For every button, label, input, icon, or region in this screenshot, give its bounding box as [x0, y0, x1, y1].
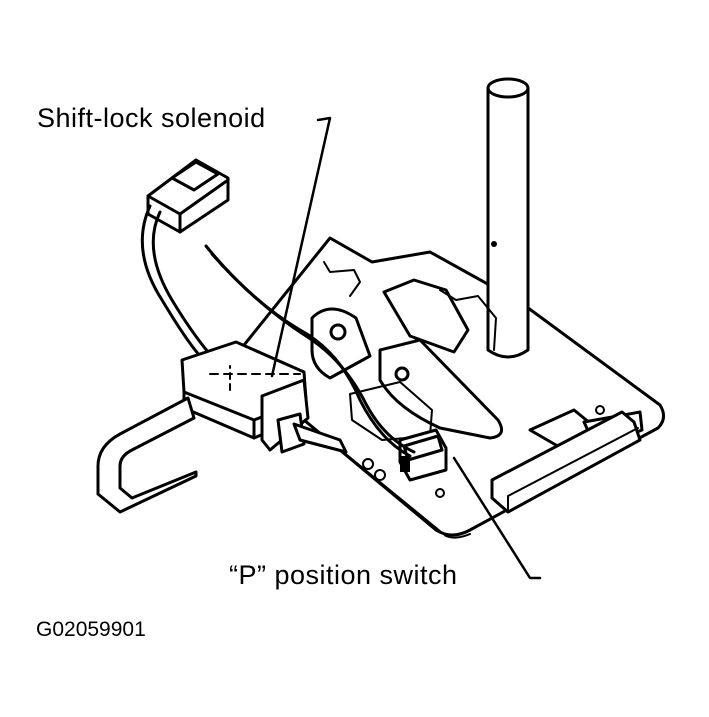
figure-code: G02059901	[36, 618, 146, 641]
shift-lock-solenoid-label: Shift-lock solenoid	[37, 103, 266, 133]
lock-mechanism	[310, 261, 644, 514]
p-position-switch-label: “P” position switch	[229, 560, 458, 590]
shift-lever-tube	[486, 77, 530, 359]
p-position-switch	[398, 428, 448, 482]
lock-bracket	[96, 396, 198, 514]
wire-harness	[140, 158, 416, 458]
leader-lines	[270, 116, 542, 580]
